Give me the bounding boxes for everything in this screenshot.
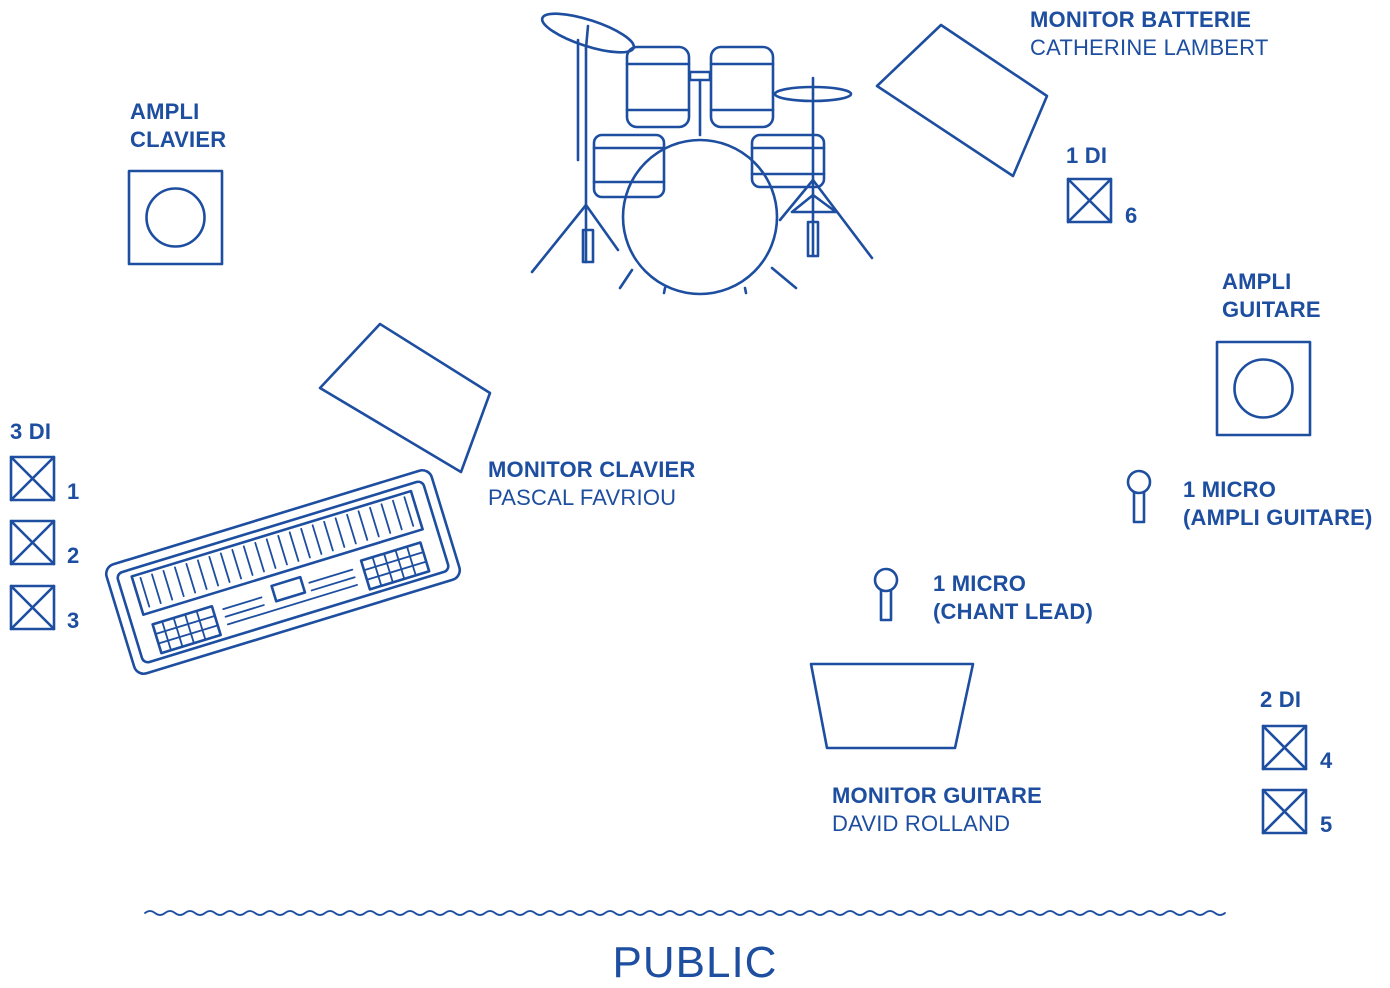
- ampli-guitare-box: [1215, 340, 1312, 437]
- di-number-1: 1: [67, 479, 80, 504]
- drum-di-label: 1 DI: [1066, 143, 1108, 168]
- audience-boundary-line: [144, 910, 1226, 916]
- drum-di-number: 6: [1125, 203, 1138, 228]
- mic-chant-lead-icon: [873, 567, 899, 622]
- di-number-2: 2: [67, 543, 80, 568]
- monitor-clavier-title: MONITOR CLAVIER: [488, 457, 696, 482]
- monitor-clavier-name: PASCAL FAVRIOU: [488, 485, 677, 510]
- keys-di-label: 3 DI: [10, 419, 52, 444]
- drum-kit: [530, 12, 874, 296]
- ampli-clavier-box: [127, 169, 224, 266]
- ampli-guitare-label-1: AMPLI: [1222, 269, 1292, 294]
- di-box-1: [9, 455, 56, 502]
- di-number-3: 3: [67, 608, 80, 633]
- di-box-6: [1066, 177, 1113, 224]
- monitor-batterie-name: CATHERINE LAMBERT: [1030, 35, 1269, 60]
- ampli-guitare-label-2: GUITARE: [1222, 297, 1321, 322]
- di-number-4: 4: [1320, 748, 1333, 773]
- monitor-guitare-title: MONITOR GUITARE: [832, 783, 1042, 808]
- mic-chant-lead-label-1: 1 MICRO: [933, 571, 1027, 596]
- guitar-di-label: 2 DI: [1260, 687, 1302, 712]
- keyboard-instrument: [104, 468, 462, 676]
- mic-chant-lead-label-2: (CHANT LEAD): [933, 599, 1094, 624]
- monitor-batterie-title: MONITOR BATTERIE: [1030, 7, 1252, 32]
- monitor-guitare-wedge: [809, 662, 975, 750]
- ampli-clavier-label-2: CLAVIER: [130, 127, 227, 152]
- audience-label: PUBLIC: [612, 938, 778, 987]
- di-box-2: [9, 519, 56, 566]
- mic-ampli-guitare-label-2: (AMPLI GUITARE): [1183, 505, 1373, 530]
- mic-ampli-guitare-icon: [1126, 469, 1152, 524]
- monitor-guitare-name: DAVID ROLLAND: [832, 811, 1011, 836]
- mic-ampli-guitare-label-1: 1 MICRO: [1183, 477, 1277, 502]
- di-box-3: [9, 584, 56, 631]
- ampli-clavier-label-1: AMPLI: [130, 99, 200, 124]
- di-box-4: [1261, 724, 1308, 771]
- di-number-5: 5: [1320, 812, 1333, 837]
- di-box-5: [1261, 788, 1308, 835]
- monitor-clavier-wedge: [318, 322, 492, 474]
- monitor-batterie-wedge: [875, 23, 1049, 178]
